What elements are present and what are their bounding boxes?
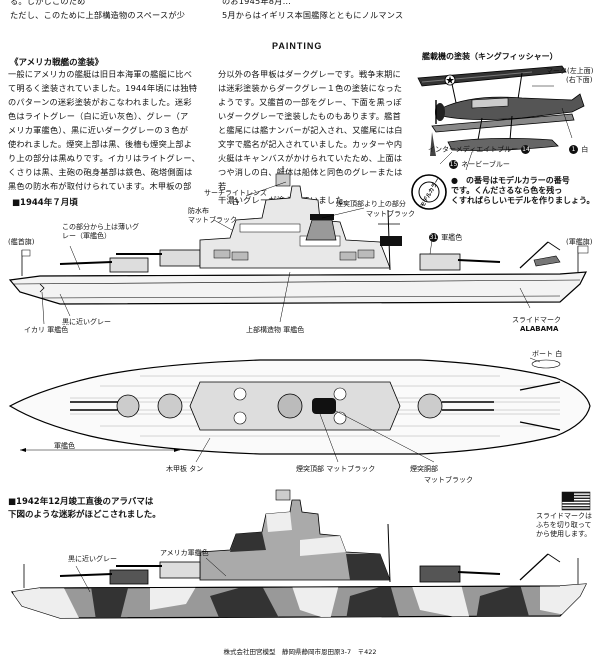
- article-column-1: 一般にアメリカの艦艇は旧日本海軍の艦艇に比べ て明るく塗装されていました。194…: [8, 67, 213, 193]
- label-funnel-top: 煙突頂部 マットブラック: [296, 465, 375, 474]
- label-boat: ボート 白: [532, 350, 562, 359]
- label-upper-structure: 上部構造物 軍艦色: [246, 326, 304, 335]
- aircraft-label-intermediate-blue-text: インターメディエイトブルー: [428, 145, 519, 154]
- aircraft-panel-title: 艦載機の塗装（キングフィッシャー）: [422, 52, 558, 61]
- aircraft-label-navy-blue-text: ネービーブルー: [461, 160, 510, 169]
- label-wood-deck-sub: タン: [189, 465, 204, 473]
- article-line: 使われました。煙突上部は黒、後檣も煙突上部よ: [8, 139, 193, 149]
- aircraft-label-mark: マーク(左上面): [546, 67, 594, 75]
- label-anchor: イカリ 軍艦色: [24, 326, 68, 335]
- section-title: PAINTING: [272, 41, 323, 51]
- footer-imprint: 株式会社田宮模型 静岡県静岡市恩田原3-7 〒422: [223, 648, 377, 656]
- label-dark-gray: 黒に近いグレー: [62, 318, 111, 326]
- label-light-gray: この部分から上は薄いグレー（軍艦色）: [62, 223, 139, 240]
- top-left-text-2: ただし、このために上部構造物のスペースが少: [10, 10, 186, 20]
- label-funnel-body: 煙突胴部: [410, 465, 438, 473]
- label-wood-deck-text: 木甲板: [166, 465, 187, 473]
- label-boat-text: ボート: [532, 350, 553, 358]
- aircraft-label-mark-2: (右下面): [566, 76, 593, 84]
- label-searchlight: サーチライトレンズ: [204, 189, 267, 197]
- article-line: て明るく塗装されていました。1944年頃には独特: [8, 83, 198, 93]
- article-line: 分以外の各甲板はダークグレーです。戦争末期に: [218, 69, 401, 79]
- top-right-text-1: のお1945年8月…: [222, 0, 291, 6]
- label-slide-mark: スライドマーク: [512, 316, 561, 324]
- article-line: 一般にアメリカの艦艇は旧日本海軍の艦艇に比べ: [8, 69, 193, 79]
- article-line: 文字で艦名が記入されていました。カッターや内: [218, 139, 403, 149]
- label-boat-sub: 白: [555, 350, 563, 358]
- article-heading: 《アメリカ戦艦の塗装》: [10, 58, 104, 68]
- article-line: は迷彩塗装からダークグレー１色の塗装になった: [218, 83, 403, 93]
- article-line: つや消しの白、艇体は船体と同色のグレーまたは若: [218, 167, 403, 191]
- label-upper-structure-text: 上部構造物: [246, 326, 281, 334]
- color-number-badge: 14: [521, 145, 531, 154]
- aircraft-label-intermediate-blue: インターメディエイトブルー 14: [428, 145, 531, 155]
- model-color-note: ● の番号はモデルカラーの番号 です。くんださるなら色を残っ くすればらしいモデ…: [451, 176, 595, 206]
- label-matte-black: マットブラック: [188, 216, 237, 224]
- article-line: 黒色の防水布が取付けられています。木甲板の部: [8, 181, 192, 191]
- top-left-text-1: る。しかしこのため: [10, 0, 86, 6]
- aircraft-label-white: 1 白: [568, 145, 588, 155]
- fig2-title-line2: 下図のような迷彩がほどこされました。: [8, 510, 161, 520]
- article-line: ようです。又艦首の一部をグレー、下面を黒っぽ: [218, 97, 402, 107]
- label-funnel-body-sub: マットブラック: [424, 476, 473, 484]
- label-upper-part: 煙突頂部より上の部分: [336, 200, 406, 208]
- label-stern-flag: (軍艦旗): [566, 238, 593, 246]
- color-number-badge: 1: [569, 145, 578, 154]
- label-fig2-ship-color: アメリカ軍艦色: [160, 549, 209, 557]
- article-line: いダークグレーで塗装したものもあります。艦首: [218, 111, 401, 121]
- label-upper-part-sub: マットブラック: [366, 210, 415, 218]
- model-color-note-line: くすればらしいモデルを作りましょう。: [451, 196, 595, 205]
- label-funnel-top-text: 煙突頂部: [296, 465, 324, 473]
- kingfisher-illustration: [417, 65, 585, 171]
- us-flag-icon: [561, 491, 591, 511]
- fig2-title-line1: ■1942年12月竣工直後のアラバマは: [8, 497, 154, 507]
- article-line: 火艇はキャンバスがかけられていたため、上面は: [218, 153, 403, 163]
- article-line: と艦尾には艦ナンバーが記入され、又艦尾には白: [218, 125, 403, 135]
- slide-note-line: スライドマークは: [536, 512, 592, 520]
- model-color-note-line: ● の番号はモデルカラーの番号: [451, 176, 570, 185]
- label-upper-structure-sub: 軍艦色: [283, 326, 305, 334]
- label-ship-color: 31 軍艦色: [428, 233, 462, 243]
- battleship-side-profile-1944: [8, 166, 589, 325]
- aircraft-label-navy-blue: 15 ネービーブルー: [448, 160, 510, 170]
- fig1-title: ■1944年７月頃: [12, 198, 78, 208]
- battleship-top-view: [8, 357, 591, 463]
- label-anchor-text: イカリ: [24, 326, 45, 334]
- article-line: メリカ軍艦色）、黒に近いダークグレーの３色が: [8, 125, 189, 135]
- color-number-badge: 15: [449, 160, 458, 169]
- article-line: り上の部分は黒ぬりです。イカリはライトグレー、: [8, 153, 201, 163]
- article-line: のパターンの迷彩塗装がおこなわれました。迷彩: [8, 97, 192, 107]
- label-searchlight-sub: 白: [232, 198, 239, 206]
- model-color-logo: モデルカラー: [411, 174, 447, 210]
- slide-note-line: から使用します。: [536, 530, 592, 538]
- label-anchor-sub: 軍艦色: [47, 326, 69, 334]
- aircraft-label-white-text: 白: [581, 145, 589, 154]
- battleship-camouflage-profile-1942: [10, 489, 588, 619]
- slide-note-line: ふちを切り取って: [536, 521, 592, 529]
- label-fig2-dark-gray: 黒に近いグレー: [68, 555, 117, 563]
- top-right-text-2: 5月からはイギリス本国艦隊とともにノルマンス: [222, 10, 404, 20]
- color-number-badge: 31: [429, 233, 438, 242]
- article-line: くさりは黒、主砲の砲身基部は鉄色、砲塔側面は: [8, 167, 193, 177]
- label-deck-color: 軍艦色: [54, 442, 75, 450]
- label-ship-color-text: 軍艦色: [441, 233, 463, 242]
- label-funnel-top-sub: マットブラック: [326, 465, 376, 473]
- article-line: 色はライトグレー（白に近い灰色）、グレー（ア: [8, 111, 189, 121]
- label-bow-flag: (艦首旗): [8, 238, 35, 246]
- label-wood-deck: 木甲板 タン: [166, 465, 203, 474]
- label-waterproof: 防水布: [188, 207, 209, 215]
- model-color-note-line: です。くんださるなら色を残っ: [451, 186, 563, 195]
- label-slide-mark-name: ALABAMA: [520, 325, 559, 333]
